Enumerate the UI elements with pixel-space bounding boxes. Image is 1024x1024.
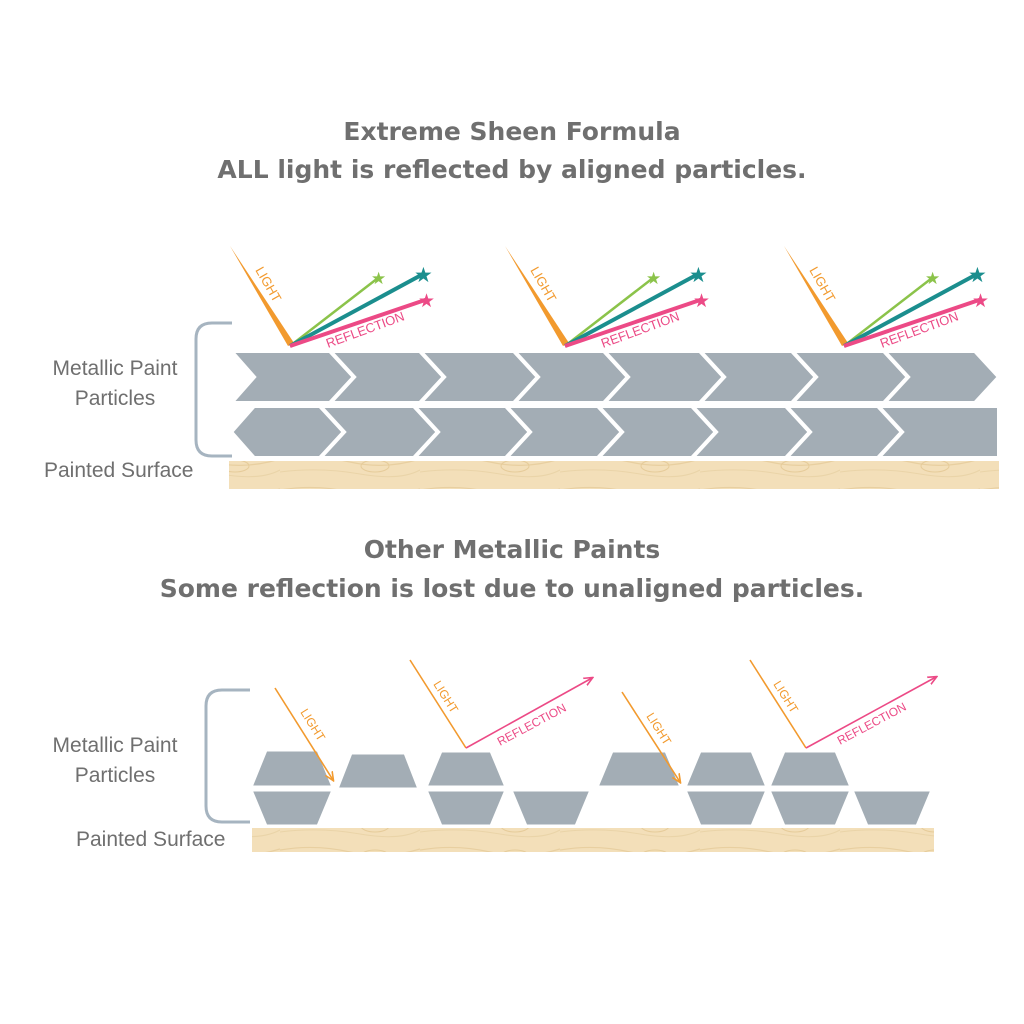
teal-ray <box>843 271 980 348</box>
bottom-particles-label: Metallic Paint Particles <box>30 731 200 791</box>
bottom-particles-label-line-2: Particles <box>74 764 156 787</box>
pink-star-icon: ★ <box>418 291 435 312</box>
reflection-arrow <box>805 677 936 749</box>
reflection-arrow <box>465 678 592 749</box>
green-ray <box>564 277 654 347</box>
top-particles-label: Metallic Paint Particles <box>30 354 200 414</box>
pink-ray <box>843 297 983 348</box>
green-star-icon: ★ <box>371 269 386 288</box>
light-beam <box>505 246 569 346</box>
bottom-surface-label: Painted Surface <box>76 828 226 851</box>
bottom-ray-group-4: LIGHT REFLECTION <box>749 659 936 749</box>
top-particle <box>879 349 1002 405</box>
top-reflection-group-1: LIGHT ★ ★ ★ REFLECTION <box>230 246 435 351</box>
light-label: LIGHT <box>770 678 801 716</box>
bottom-particle <box>508 788 594 828</box>
light-label: LIGHT <box>252 264 284 305</box>
green-ray <box>843 277 933 347</box>
bottom-particle <box>423 788 509 828</box>
green-star-icon: ★ <box>646 269 661 288</box>
pink-ray <box>289 297 429 348</box>
light-arrow <box>409 659 467 749</box>
bottom-painted-surface <box>252 828 934 852</box>
light-arrow <box>621 691 680 782</box>
light-arrow <box>749 659 807 749</box>
bottom-particle <box>248 748 336 789</box>
top-particle-layer <box>226 349 1002 460</box>
pink-star-icon: ★ <box>972 291 989 312</box>
teal-star-icon: ★ <box>689 264 708 287</box>
top-reflection-group-2: LIGHT ★ ★ ★ REFLECTION <box>505 246 710 351</box>
teal-ray <box>289 271 426 348</box>
green-ray <box>289 277 379 347</box>
top-particles-label-line-1: Metallic Paint <box>52 357 178 380</box>
light-label: LIGHT <box>430 678 461 716</box>
green-star-icon: ★ <box>925 269 940 288</box>
light-label: LIGHT <box>643 710 674 748</box>
top-reflection-group-3: LIGHT ★ ★ ★ REFLECTION <box>784 246 989 351</box>
bottom-particle <box>334 751 422 791</box>
bottom-particle <box>682 749 770 789</box>
bottom-particle <box>594 749 684 789</box>
bottom-title-line-1: Other Metallic Paints <box>363 535 661 564</box>
bottom-particles-label-line-1: Metallic Paint <box>52 734 178 757</box>
light-label: LIGHT <box>527 264 559 305</box>
light-arrow <box>274 687 333 780</box>
top-surface-label: Painted Surface <box>44 459 194 482</box>
pink-star-icon: ★ <box>693 291 710 312</box>
light-beam <box>230 246 294 346</box>
teal-star-icon: ★ <box>968 264 987 287</box>
reflection-label: REFLECTION <box>835 700 909 748</box>
light-label: LIGHT <box>806 264 838 305</box>
bottom-title-line-2: Some reflection is lost due to unaligned… <box>159 574 865 603</box>
top-painted-surface <box>229 461 999 489</box>
light-beam <box>784 246 848 346</box>
top-bracket <box>194 321 232 458</box>
bottom-particle <box>682 788 770 828</box>
pink-ray <box>564 297 704 348</box>
top-particles-label-line-2: Particles <box>74 387 156 410</box>
top-title-line-2: ALL light is reflected by aligned partic… <box>217 155 807 184</box>
bottom-particle <box>766 749 854 789</box>
bottom-particle <box>248 788 336 828</box>
bottom-ray-group-2: LIGHT REFLECTION <box>409 659 592 749</box>
bottom-particle <box>849 788 935 828</box>
bottom-particle <box>766 788 854 828</box>
bottom-bracket <box>204 688 250 824</box>
bottom-particle <box>423 749 509 789</box>
bottom-particle-layer <box>248 748 935 828</box>
teal-ray <box>564 271 701 348</box>
teal-star-icon: ★ <box>414 264 433 287</box>
top-title-line-1: Extreme Sheen Formula <box>343 117 681 146</box>
top-particle <box>873 404 1001 460</box>
reflection-label: REFLECTION <box>495 701 569 749</box>
light-label: LIGHT <box>297 706 328 744</box>
